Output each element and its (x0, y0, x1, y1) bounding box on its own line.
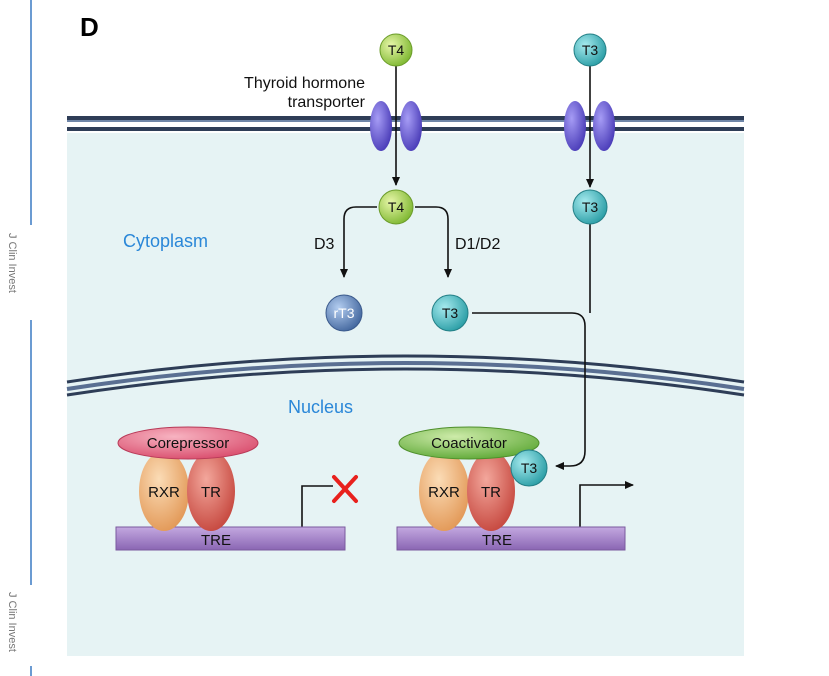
arrow-d1d2 (415, 206, 452, 278)
activated-complex: TRE RXR TR Coactivator T3 (396, 426, 626, 551)
panel-letter: D (80, 12, 99, 42)
arrow-d3 (340, 206, 377, 278)
arrow-t3-to-nucleus-from-mid (472, 312, 586, 470)
rxr-right (419, 451, 469, 531)
d1d2-label: D1/D2 (455, 236, 500, 253)
hormone-t3-cytoplasm-mid: T3 (431, 294, 469, 332)
side-rule-bottom (30, 666, 32, 676)
rxr-left (139, 451, 189, 531)
corepressor (117, 426, 259, 460)
pathway-arrows (301, 66, 634, 530)
transporter-label-line1: Thyroid hormone (244, 75, 365, 92)
side-rule-middle (30, 320, 32, 585)
d3-label: D3 (314, 236, 335, 253)
rt3-label: rT3 (334, 305, 355, 321)
hormone-t3-cytoplasm-right: T3 (572, 189, 608, 225)
corepressor-label: Corepressor (147, 435, 230, 452)
tre-left-label: TRE (201, 532, 231, 549)
transporter-right (564, 101, 615, 151)
nuclear-envelope (66, 354, 745, 397)
hormone-rt3: rT3 (325, 294, 363, 332)
transcription-arrow (579, 481, 634, 530)
hormone-t4-extracellular: T4 (379, 33, 413, 67)
tre-right (396, 526, 626, 551)
t3-right-label: T3 (582, 199, 599, 215)
t4-top-label: T4 (388, 42, 405, 58)
blocked-transcription-line (301, 485, 333, 530)
tr-right (467, 451, 515, 531)
transporter-label-line2: transporter (288, 94, 366, 111)
t4-mid-label: T4 (388, 199, 405, 215)
tre-left (115, 526, 346, 551)
tre-right-label: TRE (482, 532, 512, 549)
t3-mid-label: T3 (442, 305, 459, 321)
hormone-t4-cytoplasm: T4 (378, 189, 414, 225)
t3-bound-to-tr (510, 449, 548, 487)
transcription-blocked-x (332, 475, 358, 503)
coactivator-label: Coactivator (431, 435, 507, 452)
repressed-complex: TRE RXR TR Corepressor (115, 426, 346, 551)
rxr-right-label: RXR (428, 484, 460, 501)
tr-right-label: TR (481, 484, 501, 501)
nucleus-label: Nucleus (288, 397, 353, 417)
tr-left-label: TR (201, 484, 221, 501)
cytoplasm-label: Cytoplasm (123, 231, 208, 251)
t3-top-label: T3 (582, 42, 599, 58)
side-rule-top (30, 0, 32, 225)
transporter-left (370, 101, 422, 151)
hormone-t3-extracellular: T3 (573, 33, 607, 67)
t3-bound-label: T3 (521, 460, 538, 476)
rxr-left-label: RXR (148, 484, 180, 501)
tr-left (187, 451, 235, 531)
coactivator (398, 426, 540, 460)
